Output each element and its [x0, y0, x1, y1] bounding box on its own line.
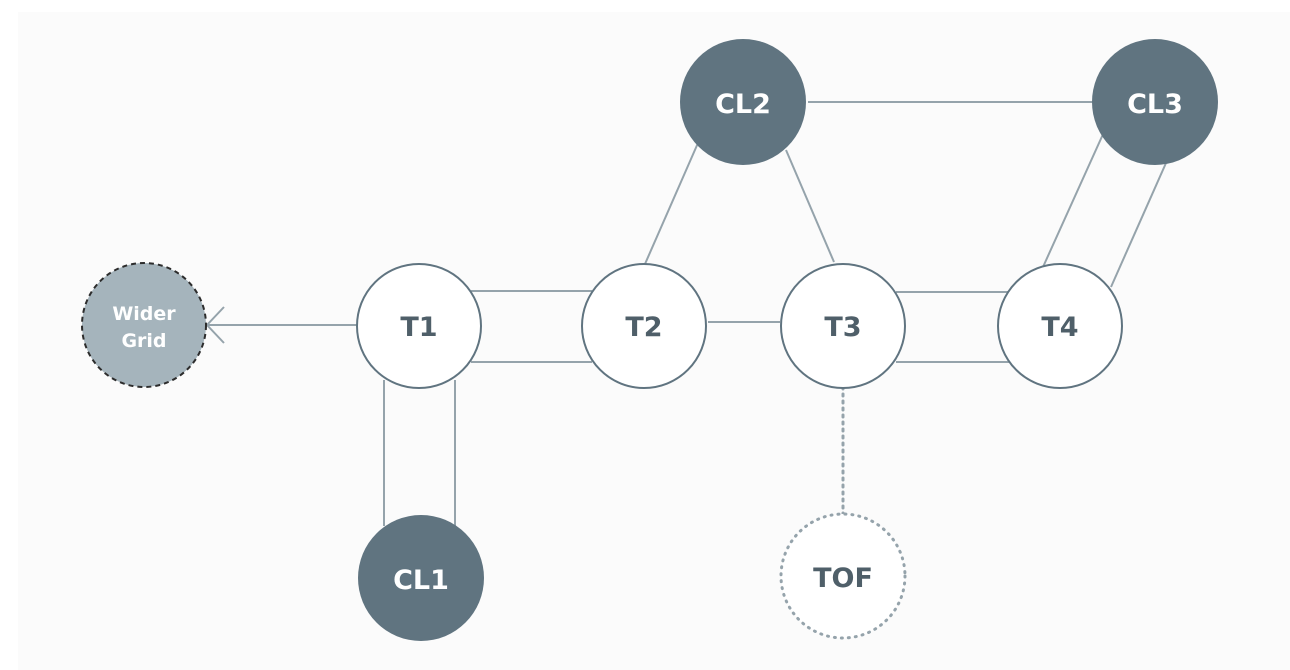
node-t4: T4 — [997, 263, 1123, 389]
t4-label: T4 — [1041, 312, 1078, 343]
cl3-label: CL3 — [1127, 89, 1183, 120]
wider-grid-label-line2: Grid — [121, 330, 166, 352]
wider-grid-label-line1: Wider — [112, 303, 176, 325]
node-cl3: CL3 — [1092, 39, 1218, 165]
t1-label: T1 — [400, 312, 437, 343]
cl1-label: CL1 — [393, 565, 449, 596]
t2-label: T2 — [625, 312, 662, 343]
link-cl3-t4-left — [1042, 131, 1105, 268]
node-wider-grid: Wider Grid — [81, 262, 207, 388]
link-cl3-t4-right — [1110, 162, 1167, 288]
node-cl1: CL1 — [358, 515, 484, 641]
t3-label: T3 — [824, 312, 861, 343]
node-t2: T2 — [581, 263, 707, 389]
node-cl2: CL2 — [680, 39, 806, 165]
node-t1: T1 — [356, 263, 482, 389]
node-tof: TOF — [779, 512, 907, 640]
node-t3: T3 — [780, 263, 906, 389]
connections — [205, 101, 1167, 526]
tof-label: TOF — [813, 563, 873, 594]
link-cl2-t3 — [785, 149, 835, 263]
cl2-label: CL2 — [715, 89, 771, 120]
link-cl2-t2 — [644, 142, 699, 265]
